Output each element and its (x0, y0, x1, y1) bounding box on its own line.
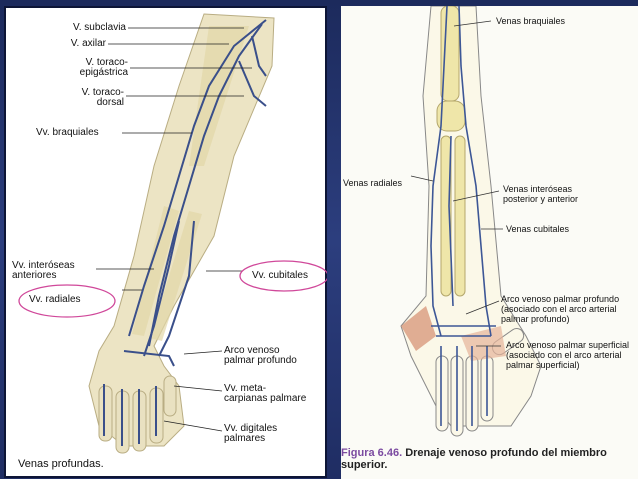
right-caption: Figura 6.46. Drenaje venoso profundo del… (341, 447, 638, 471)
label-toracodorsal: V. toraco- dorsal (81, 87, 124, 108)
label-axilar: V. axilar (70, 38, 106, 49)
label-venas-cubitales: Venas cubitales (506, 224, 570, 234)
label-arco-profundo: Arco venoso palmar profundo (asociado co… (501, 294, 620, 324)
label-digitales: Vv. digitales palmares (224, 423, 278, 444)
deep-veins-arm-illustration (18, 13, 327, 454)
label-braquiales: Vv. braquiales (36, 127, 99, 138)
figure-number: Figura 6.46. (341, 447, 403, 459)
venous-drainage-illustration (400, 6, 542, 437)
left-caption: Venas profundas. (18, 458, 104, 470)
label-metacarpianas: Vv. meta- carpianas palmare (224, 383, 307, 404)
label-interoseas: Vv. interóseas anteriores (12, 260, 75, 281)
label-toracoepigastrica: V. toraco- epigástrica (79, 57, 128, 78)
right-illustration-panel: Venas braquiales Venas radiales Venas in… (341, 6, 638, 479)
label-arco-superficial: Arco venoso palmar superficial (asociado… (506, 340, 630, 370)
cubitales-highlight (239, 260, 327, 292)
label-venas-interoseas: Venas interóseas posterior y anterior (503, 184, 579, 204)
radiales-highlight (18, 284, 116, 318)
figure-caption-text: Drenaje venoso profundo del miembro supe… (341, 447, 607, 471)
label-venas-radiales: Venas radiales (343, 178, 403, 188)
label-arco-venoso: Arco venoso palmar profundo (224, 345, 297, 366)
label-subclavia: V. subclavia (73, 22, 126, 33)
label-venas-braquiales: Venas braquiales (496, 16, 566, 26)
left-illustration-panel: V. subclavia V. axilar V. toraco- epigás… (4, 6, 327, 478)
label-radiales: Vv. radiales (29, 294, 81, 305)
label-cubitales: Vv. cubitales (252, 270, 308, 281)
